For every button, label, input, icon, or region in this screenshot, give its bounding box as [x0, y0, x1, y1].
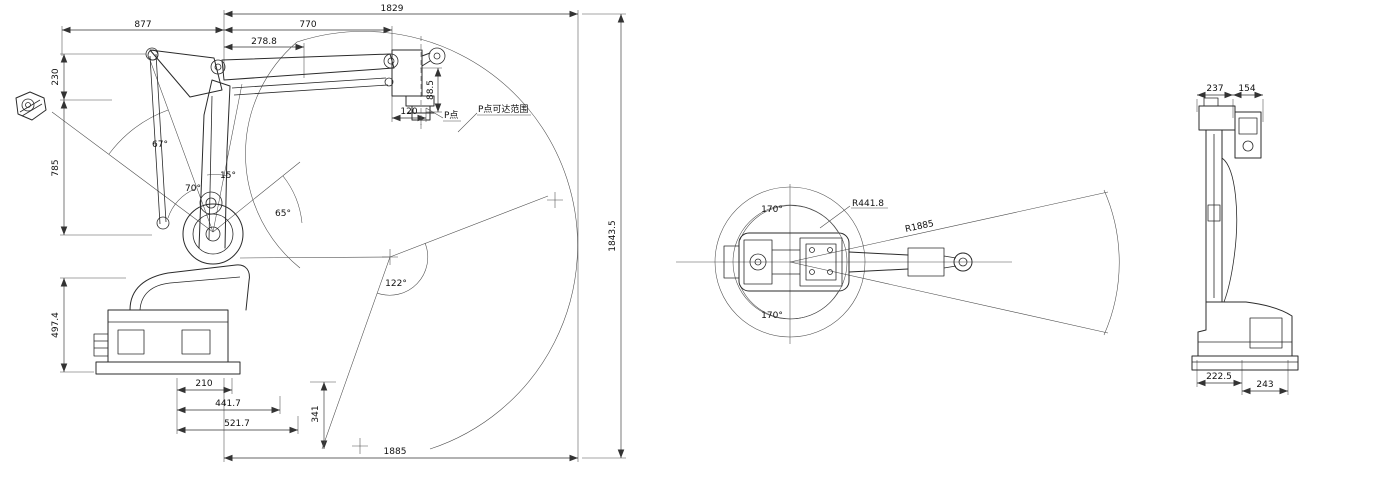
- upper-arm: [221, 53, 395, 81]
- angle-170-upper: 170°: [761, 205, 783, 215]
- side-robot: [15, 47, 446, 375]
- dim-overall-height: 1843.5: [608, 220, 618, 252]
- angle-15: 15°: [220, 171, 236, 181]
- dim-base-height: 497.4: [51, 312, 61, 338]
- rear-limit-gripper: [15, 91, 47, 121]
- dim-link-offset: 278.8: [251, 37, 277, 47]
- side-dimension-lines: [60, 10, 625, 462]
- dim-154: 154: [1238, 84, 1255, 94]
- rear-arm-block: [1234, 111, 1262, 159]
- forearm-rod: [231, 77, 389, 96]
- rear-extension-lines: [1196, 99, 1289, 395]
- dim-head: 230: [51, 68, 61, 85]
- top-body: [738, 232, 850, 292]
- dim-top-reach: R1885: [904, 219, 935, 235]
- top-arm: [848, 251, 909, 273]
- dim-reach-width: 1885: [384, 447, 407, 457]
- work-envelope: [239, 31, 578, 454]
- angle-70: 70°: [185, 184, 201, 194]
- turret: [129, 264, 250, 311]
- dim-rear-reach: 877: [134, 20, 151, 30]
- side-extension-lines: [60, 10, 626, 462]
- dim-wrist-len: 120: [400, 107, 417, 117]
- p-point-cross: [416, 115, 426, 125]
- rear-view: 237 154 222.5 243: [1191, 84, 1299, 395]
- p-range-label: P点可达范围: [478, 103, 528, 115]
- rear-head: [1198, 105, 1236, 131]
- side-labels: 1829 877 770 278.8 230 785 497.4 1843.5 …: [51, 4, 618, 457]
- center-cross-right: [547, 192, 563, 208]
- top-wrist: [953, 252, 973, 272]
- rear-base-plate: [1191, 355, 1299, 371]
- side-view: 1829 877 770 278.8 230 785 497.4 1843.5 …: [15, 4, 626, 462]
- top-labels: 170° 170° R441.8 R1885: [761, 199, 935, 321]
- top-view: 170° 170° R441.8 R1885: [676, 184, 1120, 344]
- rear-dimension-lines: [1197, 91, 1288, 395]
- dim-clearance: 341: [311, 405, 321, 422]
- p-point-label: P点: [444, 110, 458, 121]
- dim-base-a: 210: [195, 379, 212, 389]
- base-connector: [93, 333, 109, 357]
- top-robot: [723, 232, 973, 292]
- dim-243: 243: [1256, 380, 1273, 390]
- dim-222-5: 222.5: [1206, 372, 1232, 382]
- dim-base-c: 521.7: [224, 419, 250, 429]
- end-flange: [405, 95, 435, 121]
- dim-total-top: 1829: [381, 4, 404, 14]
- angle-67: 67°: [152, 140, 168, 150]
- dim-wrist-h: 88.5: [426, 80, 436, 100]
- center-cross-bottom: [352, 438, 368, 454]
- rear-column: [1205, 129, 1225, 303]
- angle-65: 65°: [275, 209, 291, 219]
- dim-base-b: 441.7: [215, 399, 241, 409]
- lower-arm: [198, 79, 231, 249]
- top-construction-lines: [676, 184, 1120, 344]
- wrist: [391, 49, 431, 97]
- rear-labels: 237 154 222.5 243: [1206, 84, 1273, 390]
- dim-front-reach: 770: [299, 20, 316, 30]
- base-plate: [95, 361, 241, 375]
- rear-base: [1197, 301, 1293, 357]
- dim-237: 237: [1206, 84, 1223, 94]
- center-cross-pivot: [382, 249, 398, 265]
- dim-column: 785: [51, 159, 61, 176]
- shoulder-joint: [182, 203, 244, 265]
- angle-122: 122°: [385, 279, 407, 289]
- angle-170-lower: 170°: [761, 311, 783, 321]
- dim-r441: R441.8: [852, 199, 884, 209]
- bell-crank: [149, 49, 223, 98]
- parallel-link: [149, 53, 167, 225]
- rear-robot: [1191, 97, 1299, 371]
